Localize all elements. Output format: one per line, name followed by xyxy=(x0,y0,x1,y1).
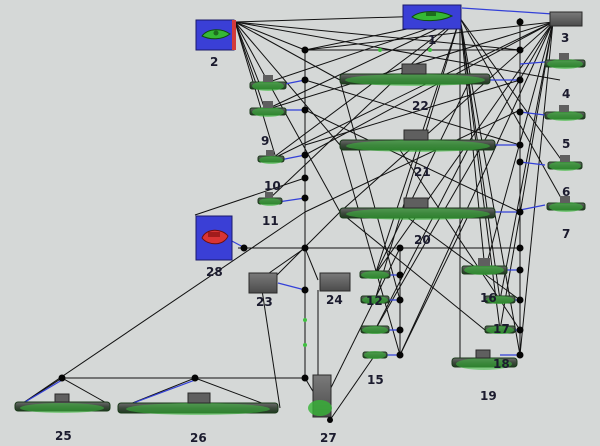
label-20: 20 xyxy=(414,233,431,247)
label-9: 9 xyxy=(261,134,269,148)
label-21: 21 xyxy=(414,165,431,179)
label-26: 26 xyxy=(190,431,207,445)
node-16-18-stack[interactable] xyxy=(461,258,516,334)
node-4[interactable] xyxy=(544,105,586,121)
node-26[interactable] xyxy=(117,392,279,415)
node-6[interactable] xyxy=(546,196,586,212)
node-5[interactable] xyxy=(547,155,583,171)
label-4: 4 xyxy=(562,87,570,101)
label-27: 27 xyxy=(320,431,337,445)
label-10: 10 xyxy=(264,179,281,193)
node-27[interactable] xyxy=(308,374,332,418)
node-23[interactable] xyxy=(248,272,278,294)
label-6: 6 xyxy=(562,185,570,199)
node-25[interactable] xyxy=(14,393,111,413)
label-3: 3 xyxy=(561,31,569,45)
node-3[interactable] xyxy=(549,11,583,27)
label-12: 12 xyxy=(366,294,383,308)
node-22[interactable] xyxy=(339,63,491,86)
label-11: 11 xyxy=(262,214,279,228)
label-19: 19 xyxy=(480,389,497,403)
node-12[interactable] xyxy=(249,75,287,91)
label-16: 16 xyxy=(480,291,497,305)
node-10[interactable] xyxy=(257,150,285,164)
node-19[interactable] xyxy=(451,349,518,370)
label-28: 28 xyxy=(206,265,223,279)
label-1: 1 xyxy=(428,33,436,47)
node-21[interactable] xyxy=(339,129,496,152)
label-2: 2 xyxy=(210,55,218,69)
label-17: 17 xyxy=(493,322,510,336)
node-1[interactable] xyxy=(402,4,462,30)
label-15: 15 xyxy=(367,373,384,387)
label-25: 25 xyxy=(55,429,72,443)
label-7: 7 xyxy=(562,227,570,241)
node-labels: 1 2 3 4 5 6 7 9 10 11 22 21 20 28 23 24 … xyxy=(55,31,570,445)
node-2[interactable] xyxy=(195,19,236,51)
label-5: 5 xyxy=(562,137,570,151)
label-18: 18 xyxy=(493,357,510,371)
node-24[interactable] xyxy=(319,272,351,292)
label-22: 22 xyxy=(412,99,429,113)
node-28[interactable] xyxy=(195,215,233,261)
junction-dots xyxy=(58,18,524,423)
label-23: 23 xyxy=(256,295,273,309)
node-13-14-stack[interactable] xyxy=(359,270,391,359)
label-24: 24 xyxy=(326,293,343,307)
node-11[interactable] xyxy=(257,192,283,206)
node-3-platform[interactable] xyxy=(544,53,586,69)
node-9[interactable] xyxy=(249,101,287,117)
node-20[interactable] xyxy=(339,197,496,220)
